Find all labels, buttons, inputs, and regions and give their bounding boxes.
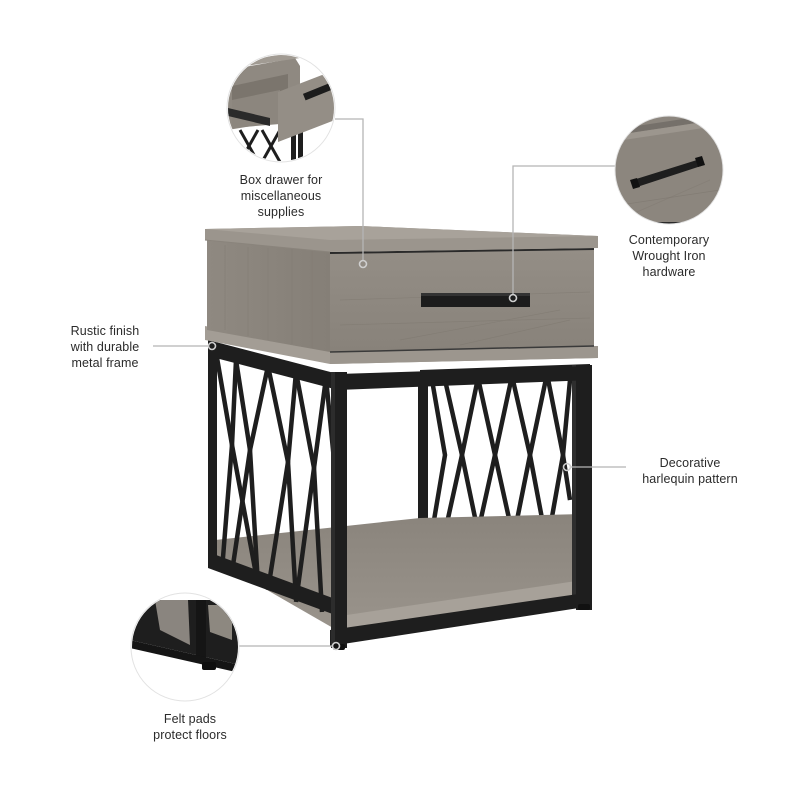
caption-line: hardware [642,265,696,279]
caption-box-drawer: Box drawer for miscellaneous supplies [221,172,341,220]
caption-rustic-finish: Rustic finish with durable metal frame [50,323,160,371]
caption-line: with durable [70,340,140,354]
dot-felt-pads [331,641,341,651]
detail-circle-hardware [614,115,724,225]
dot-hardware [508,293,518,303]
back-leg [418,372,428,532]
drawer-handle [421,293,530,307]
back-left-leg [208,346,217,568]
caption-felt-pads: Felt pads protect floors [130,711,250,743]
dot-box-drawer [358,259,368,269]
callout-dots [207,259,572,651]
dot-harlequin [562,462,572,472]
connector-box-drawer [335,118,364,260]
detail-circle-box-drawer [226,53,336,163]
dot-rustic-finish [207,341,217,351]
end-table [204,226,598,650]
harlequin-pattern-right [429,373,573,546]
caption-line: Decorative [659,456,721,470]
caption-line: Felt pads [163,712,217,726]
caption-line: supplies [257,205,305,219]
caption-line: protect floors [153,728,227,742]
caption-line: metal frame [71,356,139,370]
caption-line: miscellaneous [240,189,322,203]
hardware-handle-icon [630,156,705,189]
harlequin-pattern-left [213,351,337,613]
caption-harlequin: Decorative harlequin pattern [630,455,750,487]
felt-pad-right [578,604,590,610]
caption-line: Box drawer for [239,173,323,187]
front-right-leg [576,365,592,610]
top-box-side [207,238,330,352]
connector-hardware [512,165,618,294]
caption-hardware: Contemporary Wrought Iron hardware [609,232,729,280]
callout-connectors [153,118,626,647]
caption-line: Rustic finish [70,324,140,338]
caption-line: Wrought Iron [632,249,706,263]
caption-line: Contemporary [628,233,710,247]
detail-circle-felt-pads [130,592,240,702]
caption-line: harlequin pattern [642,472,738,486]
